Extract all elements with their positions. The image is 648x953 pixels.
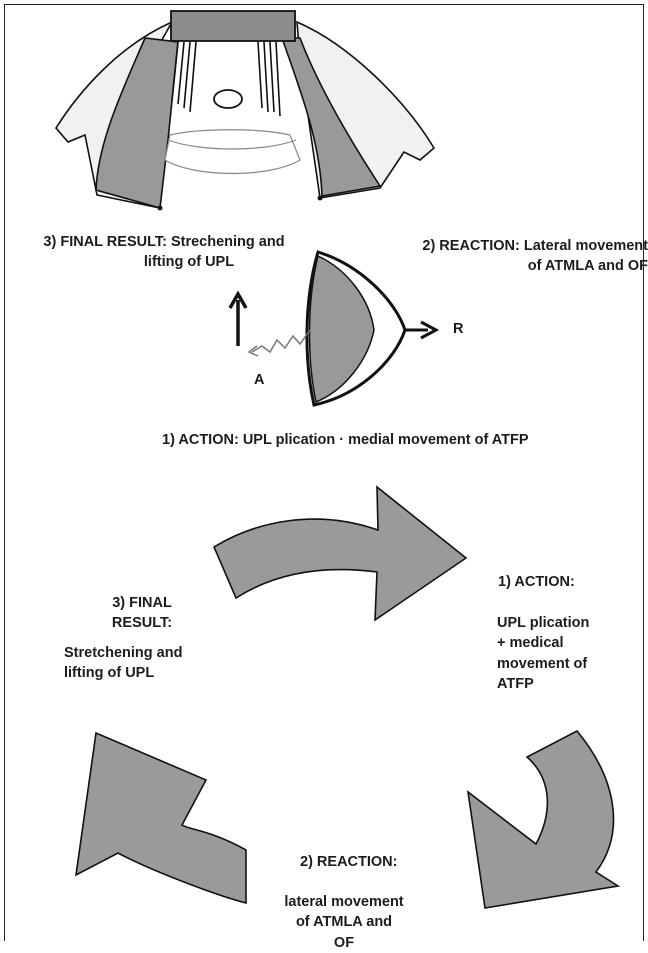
cycle-reaction-line-1: of ATMLA and: [295, 914, 393, 931]
upper-reaction-line1: 2) REACTION: Lateral movement: [422, 238, 648, 254]
cycle-final-line-1: lifting of UPL: [64, 665, 155, 682]
cycle-action-title: 1) ACTION:: [498, 574, 575, 590]
cycle-reaction-title: 2) REACTION:: [300, 854, 398, 870]
cycle-arrow-left: [74, 731, 247, 905]
vector-diagram: [228, 250, 440, 407]
cycle-final-body: Stretchening and lifting of UPL: [64, 643, 182, 684]
cycle-action-body: UPL plication + medical movement of ATFP: [497, 613, 589, 694]
anatomy-top-view: [55, 10, 436, 211]
upper-action-label: 1) ACTION: UPL plication · medial moveme…: [162, 432, 529, 448]
pubic-bar: [170, 10, 296, 42]
inner-gray-lens: [308, 254, 375, 404]
lift-arrow-head: [228, 290, 248, 309]
cycle-arrow-top: [212, 485, 468, 622]
upper-reaction-label: 2) REACTION: Lateral movement of ATMLA a…: [390, 236, 648, 277]
cycle-action-line-3: ATFP: [497, 675, 534, 692]
cycle-action-line-0: UPL plication: [497, 615, 590, 631]
suture-lines-left: [171, 41, 197, 113]
vector-r-label: R: [453, 321, 464, 337]
cycle-arrow-right: [466, 729, 621, 909]
urethra-oval: [213, 89, 243, 109]
figure-frame: [4, 4, 644, 941]
cycle-reaction-body: lateral movement of ATMLA and OF: [264, 892, 424, 953]
upper-final-result-label: 3) FINAL RESULT: Strechening and lifting…: [20, 232, 308, 273]
upper-final-result-line2: lifting of UPL: [143, 254, 235, 271]
gray-band-right: [280, 37, 382, 197]
cycle-reaction-line-2: OF: [333, 934, 355, 951]
upper-reaction-line2: of ATMLA and OF: [527, 258, 648, 275]
suture-lines-right: [257, 41, 281, 117]
cycle-arrows: [74, 485, 621, 909]
cycle-final-title-line-0: 3) FINAL: [112, 595, 172, 611]
cycle-final-title-line-1: RESULT:: [111, 615, 173, 632]
spring-a-head: [247, 345, 259, 357]
arrow-r-head: [420, 320, 440, 340]
anchor-dot-left: [157, 205, 163, 211]
gray-band-left: [95, 37, 179, 210]
cycle-final-line-0: Stretchening and: [64, 645, 183, 661]
anchor-dot-right: [317, 195, 323, 201]
cycle-action-line-1: + medical: [497, 635, 564, 652]
vector-a-label: A: [254, 372, 265, 388]
fascia-arc: [167, 139, 297, 150]
cycle-final-title: 3) FINAL RESULT:: [92, 593, 192, 634]
cycle-reaction-line-0: lateral movement: [284, 894, 404, 910]
spring-a: [251, 329, 311, 354]
upper-final-result-line1: 3) FINAL RESULT: Strechening and: [43, 234, 285, 250]
central-fascia: [164, 129, 301, 175]
cycle-action-line-2: movement of: [497, 655, 588, 672]
